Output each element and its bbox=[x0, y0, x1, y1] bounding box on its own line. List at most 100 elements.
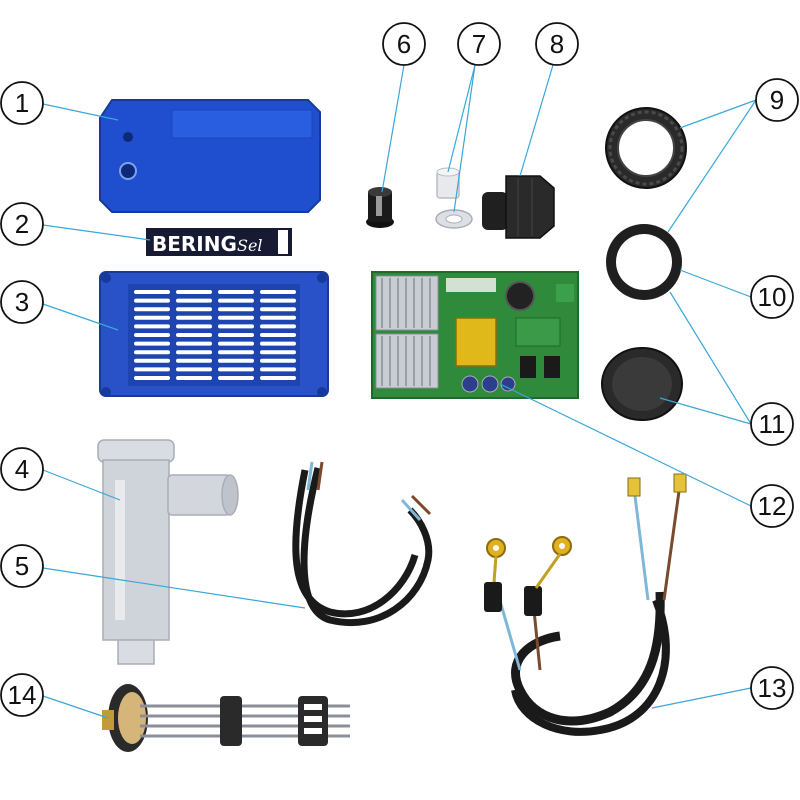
leader-line-5 bbox=[42, 567, 306, 609]
callout-number: 5 bbox=[15, 551, 29, 581]
callout-number: 6 bbox=[397, 29, 411, 59]
callout-circle bbox=[0, 544, 44, 588]
grille-slot bbox=[260, 290, 296, 294]
callout-11: 11 bbox=[750, 402, 794, 446]
grille-slot bbox=[176, 324, 212, 329]
grille-slot bbox=[218, 376, 254, 380]
part-grille-frame bbox=[99, 271, 329, 397]
callout-circle bbox=[0, 280, 44, 324]
leader-line-4 bbox=[42, 469, 121, 501]
callout-number: 8 bbox=[550, 29, 564, 59]
grille-slot bbox=[134, 290, 170, 294]
grille-slot bbox=[134, 367, 170, 372]
callout-circle bbox=[457, 22, 501, 66]
part-control-board bbox=[371, 271, 579, 399]
leader-lines bbox=[42, 64, 757, 719]
leader-line-9 bbox=[667, 99, 757, 233]
part-threaded-ring bbox=[605, 107, 687, 189]
grille-slot bbox=[260, 350, 296, 355]
heatsink-block bbox=[375, 275, 439, 331]
leader-line-13 bbox=[651, 687, 752, 709]
callout-13: 13 bbox=[750, 666, 794, 710]
callout-2: 2 bbox=[0, 202, 44, 246]
grille-slot bbox=[218, 358, 254, 363]
grille-slot bbox=[260, 376, 296, 380]
leader-line-11 bbox=[669, 291, 752, 425]
callout-6: 6 bbox=[382, 22, 426, 66]
grille-slot bbox=[134, 341, 170, 346]
grille-slot bbox=[134, 376, 170, 380]
leader-line-14 bbox=[42, 695, 109, 719]
callout-7: 7 bbox=[457, 22, 501, 66]
callout-number: 11 bbox=[759, 409, 786, 439]
callout-circle bbox=[750, 484, 794, 528]
grille-slot bbox=[218, 315, 254, 320]
callout-number: 7 bbox=[472, 29, 486, 59]
grille-slot bbox=[134, 350, 170, 355]
callout-number: 13 bbox=[758, 673, 787, 703]
grille-slot bbox=[176, 350, 212, 355]
grille-slot bbox=[134, 307, 170, 312]
part-brand-label: BERING Sel bbox=[146, 228, 292, 256]
callout-number: 1 bbox=[15, 88, 29, 118]
grille-slot bbox=[260, 358, 296, 363]
grille-slot bbox=[134, 298, 170, 303]
grille-slot bbox=[134, 333, 170, 337]
brand-label-main: BERING bbox=[152, 232, 237, 256]
grille-slot bbox=[218, 350, 254, 355]
callout-circle bbox=[0, 81, 44, 125]
callout-circle bbox=[0, 202, 44, 246]
callout-number: 4 bbox=[15, 454, 29, 484]
callout-5: 5 bbox=[0, 544, 44, 588]
part-electrode-assembly bbox=[102, 684, 350, 752]
callout-circle bbox=[750, 275, 794, 319]
part-cable-gland bbox=[482, 175, 555, 239]
grille-slot bbox=[176, 290, 212, 294]
grille-slot bbox=[218, 324, 254, 329]
grille-slot bbox=[218, 298, 254, 303]
grille-slot bbox=[260, 341, 296, 346]
callout-14: 14 bbox=[0, 673, 44, 717]
leader-line-7 bbox=[453, 64, 476, 213]
grille-slot bbox=[134, 315, 170, 320]
part-clear-chamber bbox=[97, 439, 239, 665]
callout-1: 1 bbox=[0, 81, 44, 125]
grille-slot bbox=[260, 307, 296, 312]
callout-number: 10 bbox=[758, 282, 787, 312]
part-cover bbox=[99, 99, 321, 213]
grille-slot bbox=[176, 298, 212, 303]
callout-number: 2 bbox=[15, 209, 29, 239]
grille-slot bbox=[218, 290, 254, 294]
callout-4: 4 bbox=[0, 447, 44, 491]
heatsink-block bbox=[375, 333, 439, 389]
callout-circle bbox=[535, 22, 579, 66]
leader-line-12 bbox=[499, 383, 752, 507]
grille-slot bbox=[218, 367, 254, 372]
leader-line-3 bbox=[42, 303, 119, 331]
grille-slot bbox=[218, 341, 254, 346]
callout-3: 3 bbox=[0, 280, 44, 324]
grille-slot bbox=[218, 307, 254, 312]
leader-line-6 bbox=[381, 64, 405, 193]
grille-slot bbox=[176, 367, 212, 372]
grille-slot bbox=[176, 333, 212, 337]
callout-circle bbox=[750, 666, 794, 710]
grille-slot bbox=[134, 324, 170, 329]
heatsink bbox=[375, 275, 439, 389]
grille-slot bbox=[260, 367, 296, 372]
grille-slot bbox=[176, 376, 212, 380]
brand-label-script: Sel bbox=[237, 236, 263, 255]
leader-line-2 bbox=[42, 224, 151, 241]
grille-slot bbox=[218, 333, 254, 337]
leader-line-8 bbox=[519, 64, 554, 177]
leader-line-1 bbox=[42, 103, 119, 121]
callout-circle bbox=[0, 673, 44, 717]
grille-slot bbox=[260, 298, 296, 303]
grille-slot bbox=[260, 324, 296, 329]
leader-line-11 bbox=[659, 397, 752, 425]
callout-circle bbox=[382, 22, 426, 66]
part-knob bbox=[366, 187, 394, 228]
